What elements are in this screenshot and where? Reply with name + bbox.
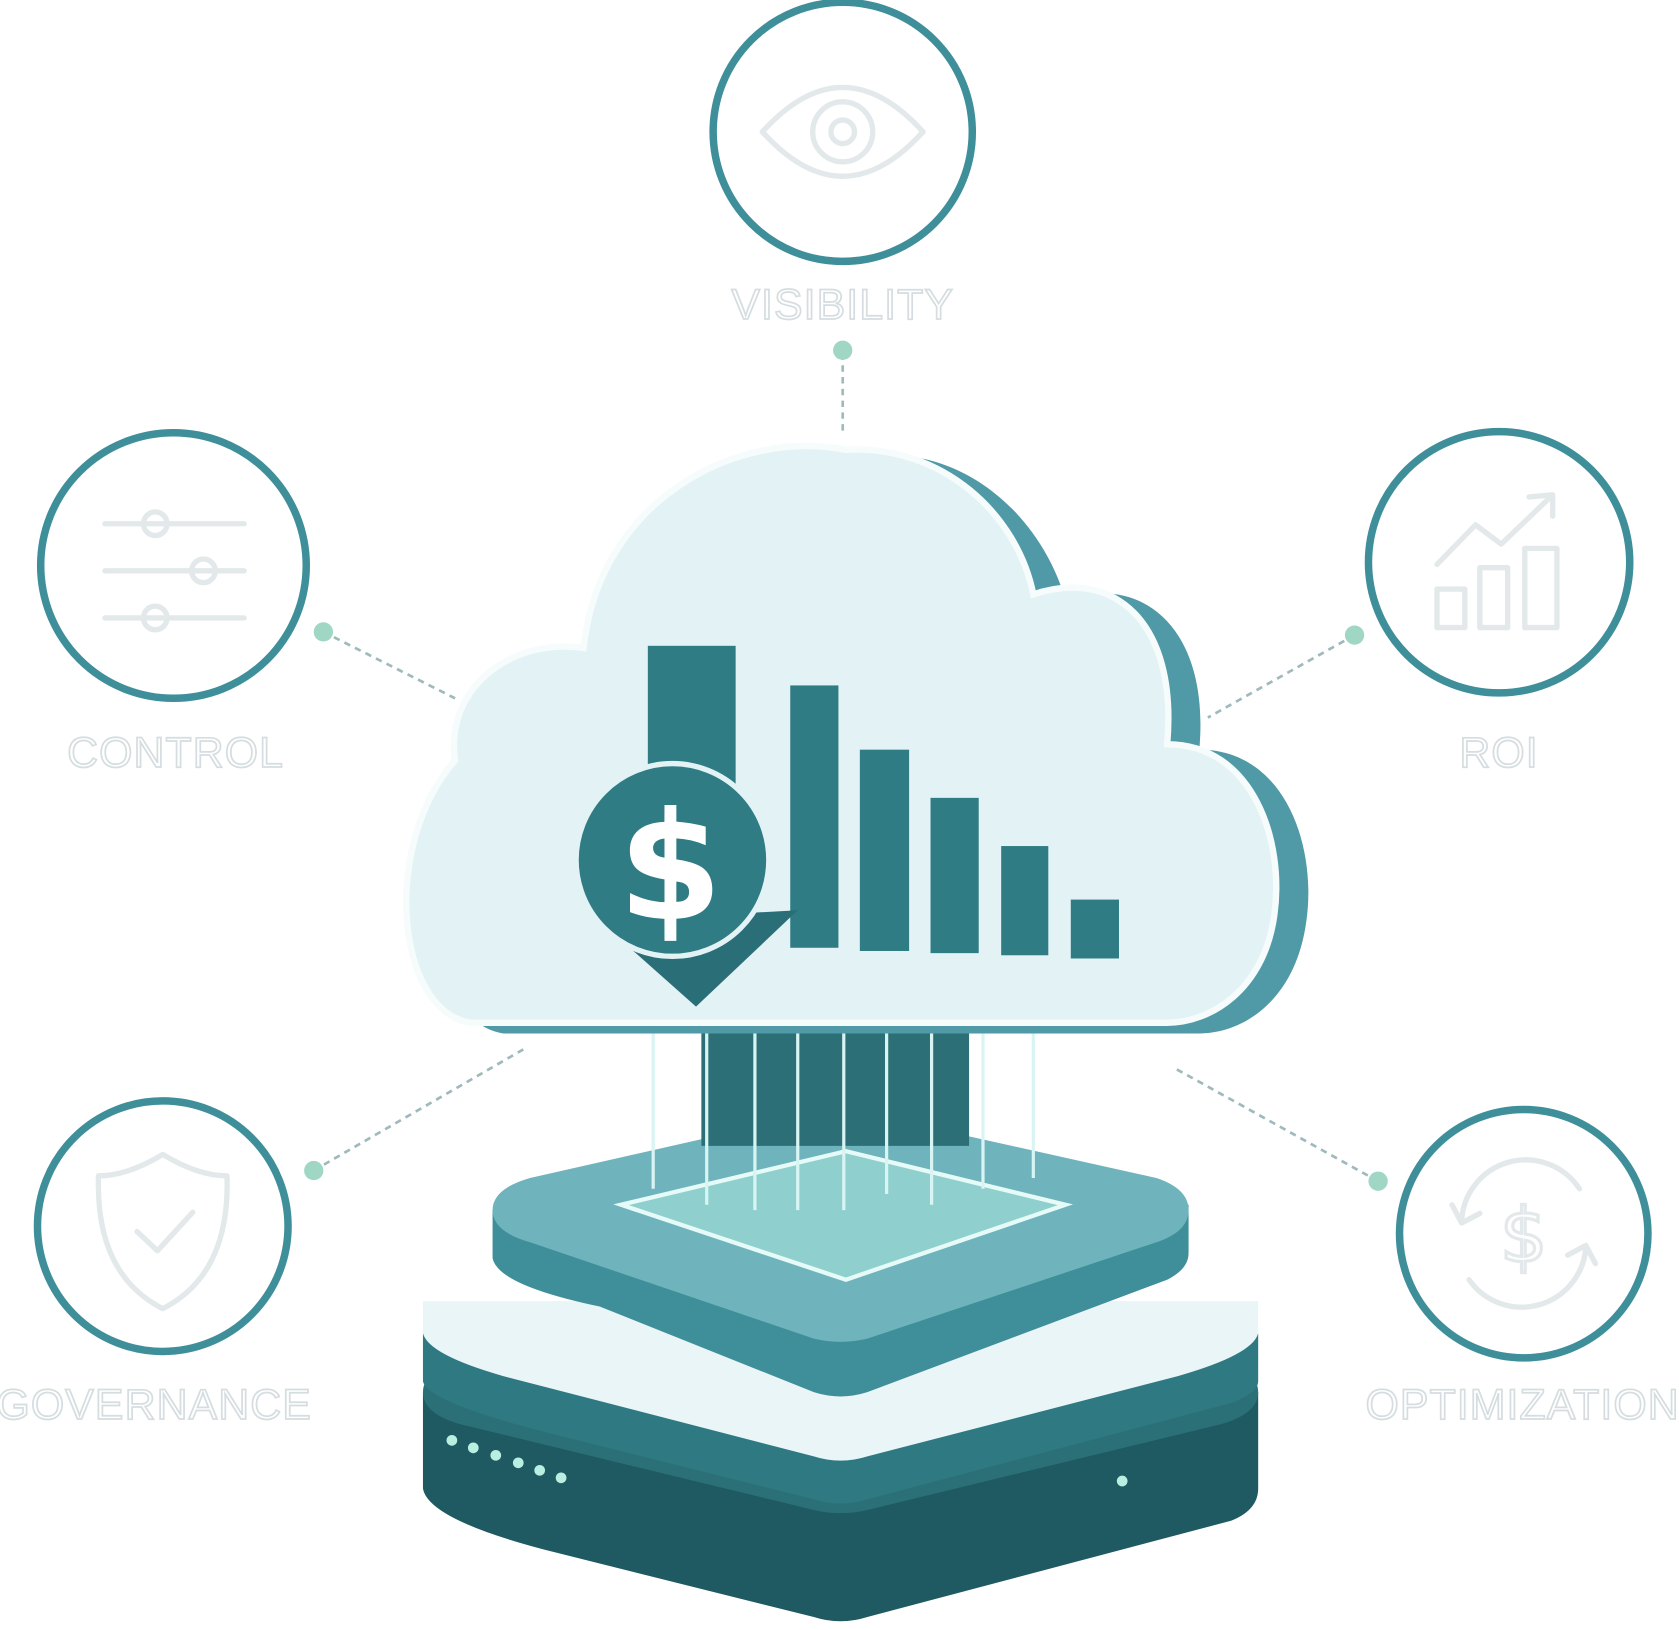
node-optimization: $ OPTIMIZATION [1365,1105,1679,1430]
node-ring [1395,1105,1652,1362]
server-stack [422,1111,1259,1622]
node-label: ROI [1459,729,1538,777]
connector-roi [1207,633,1356,719]
node-ring [33,1097,292,1356]
node-roi: ROI [1364,427,1634,778]
connector-dot-governance [304,1160,324,1181]
node-control: CONTROL [36,428,310,778]
connector-governance [313,1046,528,1172]
sliders-icon [102,509,247,633]
svg-text:$: $ [1500,1192,1548,1280]
shield-check-icon [95,1151,230,1312]
eye-icon [759,84,926,179]
connector-dot-optimization [1368,1171,1388,1191]
node-ring [709,0,976,266]
growth-chart-icon [1434,492,1560,631]
node-label: CONTROL [67,729,284,777]
dollar-symbol: $ [618,781,722,955]
status-lights [446,1434,1128,1487]
node-visibility: VISIBILITY [709,0,976,330]
connector-dot-control [313,622,334,642]
cloud-cost-chart-icon: $ [403,442,1309,1034]
connector-dot-visibility [833,340,853,360]
connectors [304,340,1388,1191]
node-label: VISIBILITY [731,281,954,329]
dollar-cycle-icon: $ [1449,1157,1599,1310]
node-governance: GOVERNANCE [0,1097,312,1430]
node-ring [1364,427,1634,697]
connector-optimization [1175,1067,1379,1183]
node-label: GOVERNANCE [0,1381,312,1429]
glow-pad [613,1149,1074,1282]
connector-control [322,630,456,700]
node-label: OPTIMIZATION [1366,1381,1679,1429]
dollar-down-badge: $ [573,760,798,1007]
connector-dot-roi [1344,625,1365,645]
node-ring [36,428,310,703]
